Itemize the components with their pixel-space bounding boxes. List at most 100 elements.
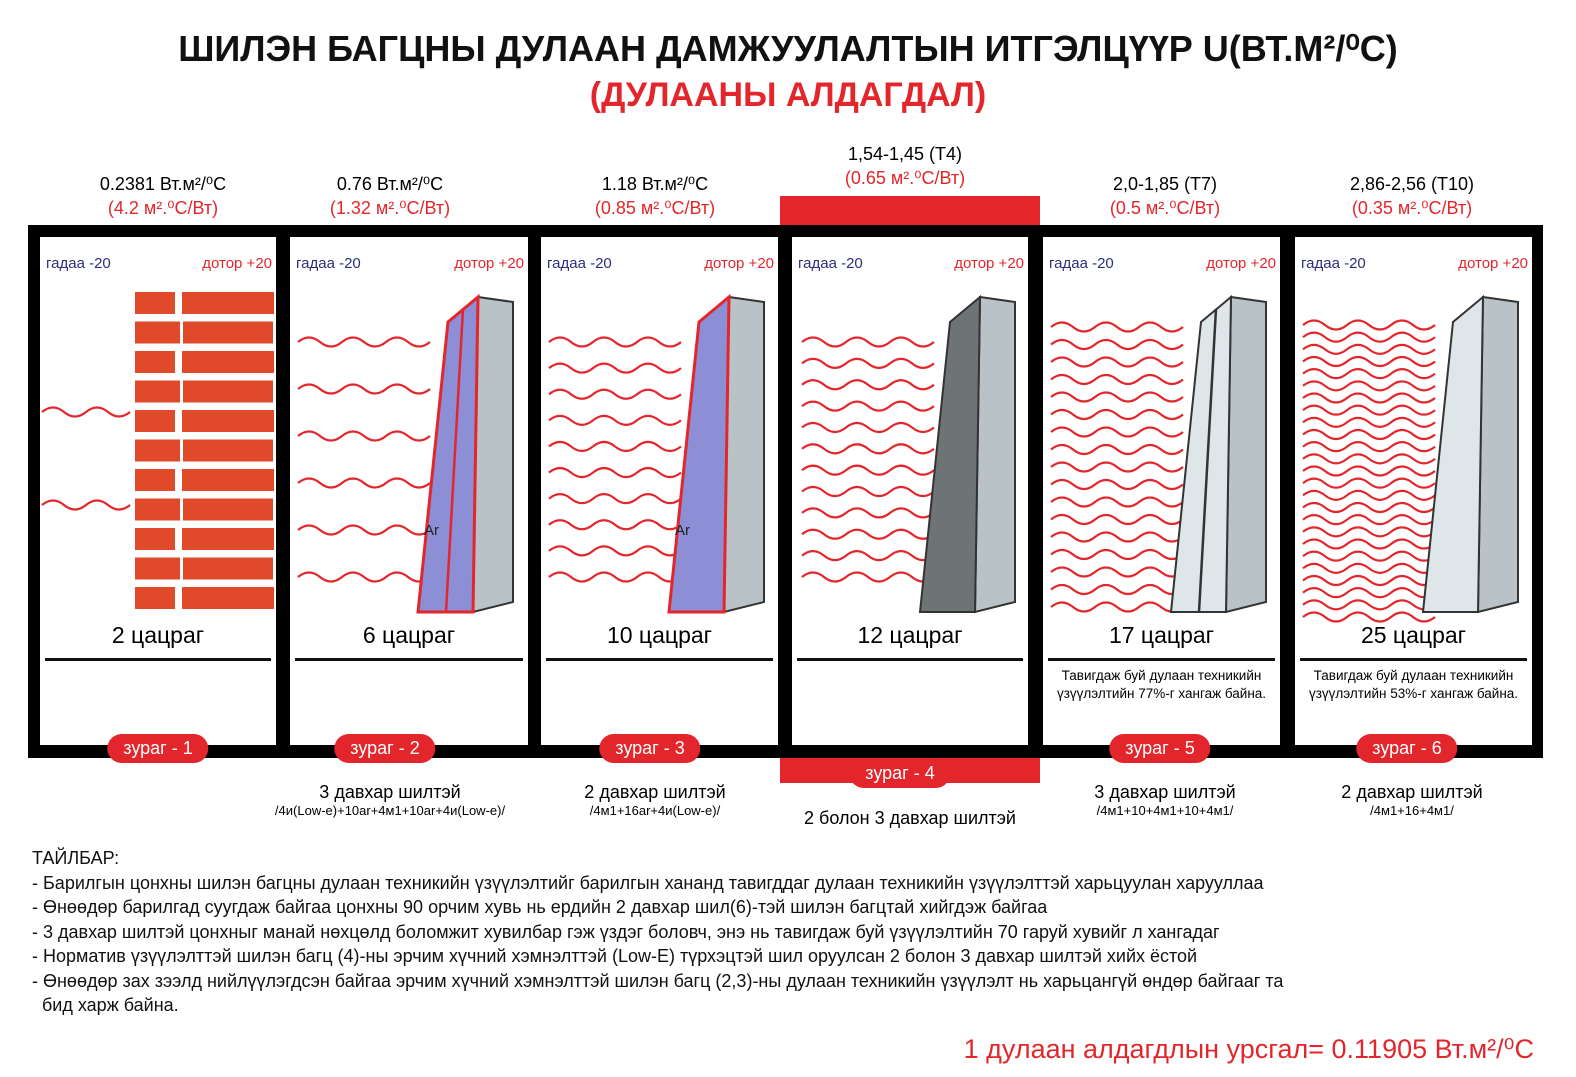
- heat-wave: [1302, 416, 1436, 428]
- heat-wave: [801, 571, 935, 583]
- heat-wave: [801, 528, 935, 540]
- heat-wave: [1302, 441, 1436, 453]
- panel-note: Тавигдаж буй дулаан техникийн үзүүлэлтий…: [1056, 668, 1267, 701]
- brick: [135, 587, 175, 609]
- heat-wave: [801, 357, 935, 369]
- heat-wave: [801, 421, 935, 434]
- figure-badge: зураг - 1: [107, 734, 209, 763]
- illustration: [41, 292, 274, 609]
- glazing-description: 3 давхар шилтэй /4и(Low-e)+10ar+4м1+10ar…: [275, 782, 505, 818]
- figure-badge: зураг - 3: [599, 734, 701, 763]
- heat-wave: [1302, 477, 1436, 489]
- heat-wave: [1050, 548, 1184, 561]
- heat-wave: [1050, 566, 1184, 578]
- legend-item: - Өнөөдөр зах зээлд нийлүүлэгдсэн байгаа…: [32, 970, 1284, 991]
- outside-temp: гадаа -20: [547, 255, 612, 272]
- glass-pane: [416, 293, 480, 614]
- radiation-count: 12 цацраг: [857, 622, 963, 648]
- heat-wave: [548, 545, 682, 557]
- heat-wave: [1050, 338, 1184, 351]
- heat-wave: [1050, 373, 1184, 386]
- legend-heading: ТАЙЛБАР:: [32, 848, 120, 868]
- inside-temp: дотор +20: [704, 255, 774, 272]
- heat-wave: [548, 388, 682, 400]
- brick: [182, 410, 274, 432]
- u-value-header: 2,0-1,85 (T7) (0.5 м².⁰C/Вт): [1035, 172, 1295, 220]
- formula: 1 дулаан алдагдлын урсгал= 0.11905 Вт.м²…: [963, 1034, 1534, 1064]
- heat-wave: [1302, 392, 1436, 404]
- figure-badge: зураг - 4: [849, 759, 951, 788]
- heat-wave: [1050, 496, 1184, 508]
- glazing-description: 2 болон 3 давхар шилтэй: [804, 808, 1016, 829]
- brick: [182, 528, 274, 550]
- heat-wave: [548, 571, 682, 583]
- heat-wave: [801, 336, 935, 348]
- u-value: 2,86-2,56 (T10): [1349, 174, 1475, 194]
- heat-wave: [548, 440, 682, 453]
- heat-wave: [1302, 574, 1436, 587]
- brick: [183, 380, 273, 403]
- heat-wave: [1302, 538, 1436, 550]
- heat-wave: [297, 336, 431, 348]
- brick: [135, 528, 175, 550]
- heat-wave: [1050, 461, 1184, 473]
- heat-wave: [1302, 404, 1436, 416]
- heat-wave: [1302, 453, 1436, 465]
- heat-wave: [1050, 391, 1184, 403]
- heat-wave: [548, 362, 682, 374]
- glass-pane: [918, 294, 982, 613]
- heat-wave: [548, 336, 682, 348]
- glazing-description: 3 давхар шилтэй /4м1+10+4м1+10+4м1/: [1094, 782, 1235, 818]
- heat-wave: [297, 430, 431, 442]
- r-value: (0.65 м².⁰C/Вт): [844, 168, 966, 188]
- u-value: 0.2381 Вт.м²/⁰C: [99, 174, 227, 194]
- panels-frame: [28, 225, 1543, 758]
- legend-item: - Өнөөдөр барилгад суугдаж байгаа цонхны…: [32, 897, 1048, 917]
- illustration: Ar: [297, 293, 514, 614]
- divider: [1048, 658, 1275, 661]
- legend-item: - Барилгын цонхны шилэн багцны дулаан те…: [32, 872, 1264, 893]
- heat-wave: [548, 414, 682, 426]
- illustration: Ar: [548, 293, 765, 614]
- glazing-spec: /4м1+16ar+4и(Low-e)/: [589, 803, 721, 818]
- subtitle: (ДУЛААНЫ АЛДАГДАЛ): [589, 76, 987, 114]
- heat-wave: [1302, 465, 1436, 477]
- u-value: 1.18 Вт.м²/⁰C: [601, 174, 709, 194]
- outside-temp: гадаа -20: [296, 255, 361, 272]
- glass-pane: [1421, 294, 1485, 613]
- heat-wave: [1302, 562, 1436, 574]
- glass-pane-divider: [444, 308, 465, 613]
- heat-wave: [1050, 356, 1184, 368]
- heat-wave: [41, 499, 131, 511]
- glazing-type: 2 давхар шилтэй: [1341, 782, 1483, 802]
- radiation-count: 2 цацраг: [111, 622, 205, 648]
- figure-badge: зураг - 6: [1356, 734, 1458, 763]
- figure-badge: зураг - 5: [1109, 734, 1211, 763]
- heat-wave: [1050, 321, 1184, 333]
- heat-wave: [1050, 426, 1184, 438]
- brick: [135, 292, 175, 314]
- heat-wave: [801, 550, 935, 562]
- u-value: 1,54-1,45 (T4): [847, 144, 963, 164]
- inside-temp: дотор +20: [454, 255, 524, 272]
- u-value-header: 1,54-1,45 (T4) (0.65 м².⁰C/Вт): [775, 142, 1035, 190]
- panel-6: гадаа -20 дотор +20 25 цацраг Тавигдаж б…: [1295, 237, 1532, 745]
- glazing-type: 2 давхар шилтэй: [584, 782, 726, 802]
- glazing-type: 2 болон 3 давхар шилтэй: [804, 808, 1016, 828]
- r-value: (4.2 м².⁰C/Вт): [107, 198, 219, 218]
- heat-wave: [1302, 550, 1436, 562]
- divider: [295, 658, 523, 661]
- heat-wave: [41, 406, 131, 418]
- outside-temp: гадаа -20: [1301, 255, 1366, 272]
- heat-wave: [1302, 380, 1436, 392]
- heat-wave: [1050, 513, 1184, 526]
- figure-badge: зураг - 2: [334, 734, 436, 763]
- brick: [182, 292, 274, 314]
- radiation-count: 10 цацраг: [606, 622, 713, 648]
- u-value-header: 0.76 Вт.м²/⁰C (1.32 м².⁰C/Вт): [260, 172, 520, 220]
- main-title: ШИЛЭН БАГЦНЫ ДУЛААН ДАМЖУУЛАЛТЫН ИТГЭЛЦҮ…: [178, 28, 1398, 69]
- heat-wave: [801, 379, 935, 391]
- inside-temp: дотор +20: [1458, 255, 1528, 272]
- heat-wave: [801, 443, 935, 455]
